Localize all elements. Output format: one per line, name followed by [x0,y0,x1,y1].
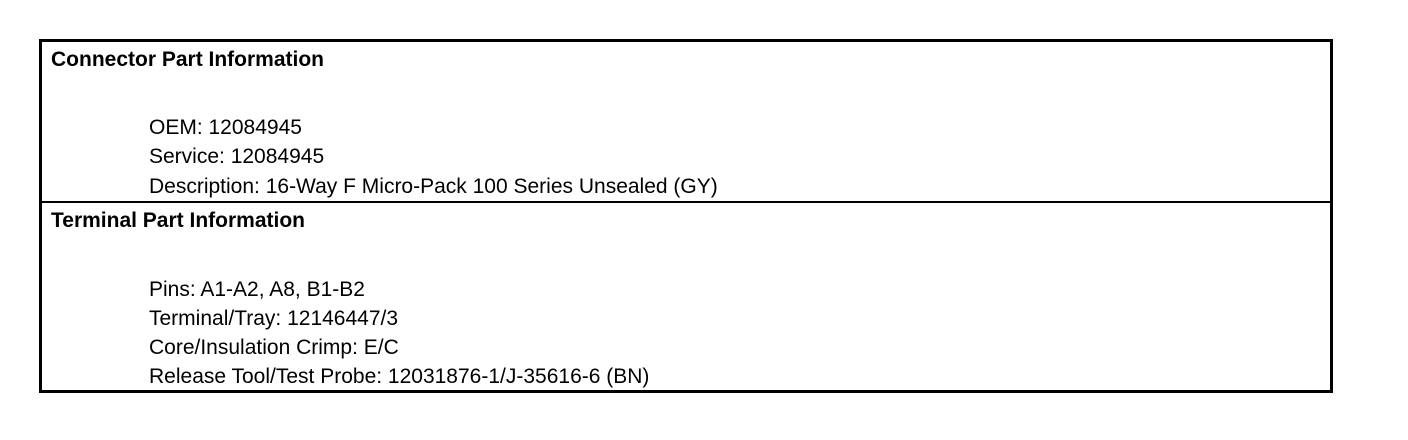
terminal-tray-line: Terminal/Tray: 12146447/3 [149,307,399,330]
connector-part-information-section: Connector Part Information OEM: 12084945… [42,42,1330,203]
terminal-release-tool-line: Release Tool/Test Probe: 12031876-1/J-35… [149,365,650,388]
terminal-section-heading: Terminal Part Information [51,209,305,232]
terminal-crimp-line: Core/Insulation Crimp: E/C [149,336,399,359]
connector-service-line: Service: 12084945 [149,145,325,168]
connector-oem-line: OEM: 12084945 [149,116,302,139]
part-information-table: Connector Part Information OEM: 12084945… [39,39,1333,393]
connector-section-heading: Connector Part Information [51,48,325,71]
terminal-pins-line: Pins: A1-A2, A8, B1-B2 [149,278,365,301]
connector-description-line: Description: 16-Way F Micro-Pack 100 Ser… [149,175,718,198]
terminal-part-information-section: Terminal Part Information Pins: A1-A2, A… [42,203,1330,390]
